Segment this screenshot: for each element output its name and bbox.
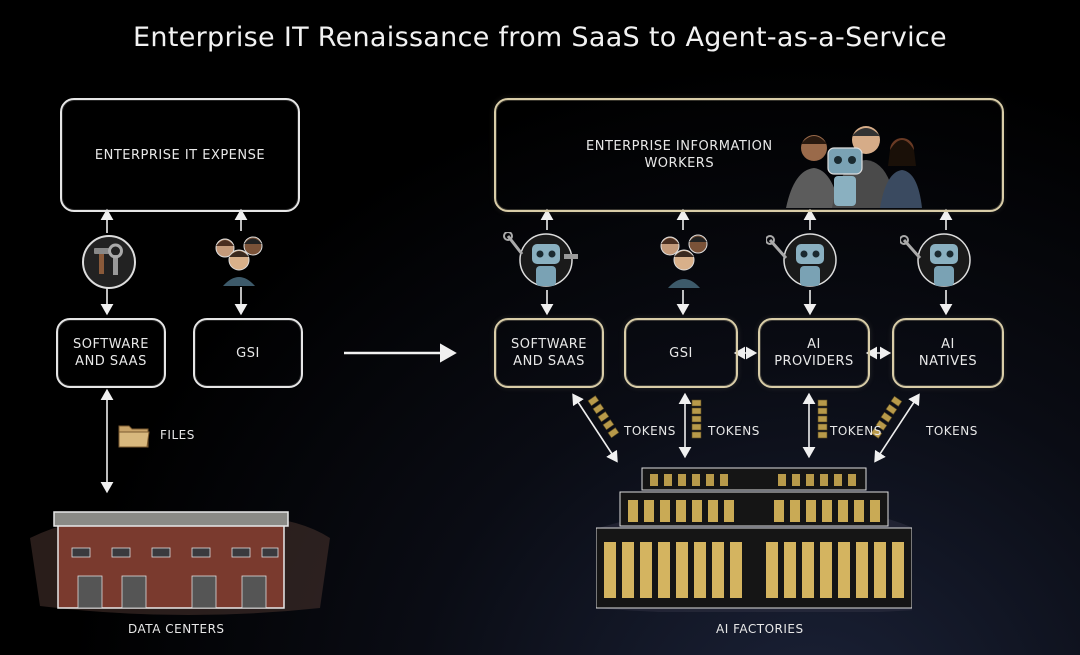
tokens-label: TOKENS [624,424,676,438]
gsi-box-right: GSI [624,318,738,388]
robot-icon [899,232,972,292]
people-group-icon [652,228,718,288]
tokens-label: TOKENS [926,424,978,438]
software-saas-box-right: SOFTWARE AND SAAS [494,318,604,388]
page-title: Enterprise IT Renaissance from SaaS to A… [133,22,947,53]
ai-natives-label: AI NATIVES [918,337,978,369]
tokens-label: TOKENS [708,424,760,438]
workers-robot-group-icon [784,120,924,208]
gsi-box-left: GSI [193,318,303,388]
files-label: FILES [160,428,195,442]
ai-providers-label: AI PROVIDERS [774,337,854,369]
enterprise-it-expense-box: ENTERPRISE IT EXPENSE [60,98,300,212]
ai-natives-box: AI NATIVES [892,318,1004,388]
data-centers-label: DATA CENTERS [128,622,225,636]
ai-providers-box: AI PROVIDERS [758,318,870,388]
gsi-label-right: GSI [669,345,693,361]
software-saas-box-left: SOFTWARE AND SAAS [56,318,166,388]
wrench-hammer-icon [82,235,136,289]
enterprise-information-workers-label: ENTERPRISE INFORMATION WORKERS [586,139,773,171]
folder-icon [117,420,151,450]
people-group-icon [207,230,273,286]
robot-icon [500,231,584,292]
gsi-label-left: GSI [236,345,260,361]
enterprise-information-workers-box: ENTERPRISE INFORMATION WORKERS [494,98,1004,212]
ai-factories-label: AI FACTORIES [716,622,804,636]
tokens-label: TOKENS [830,424,882,438]
building-icon [30,498,330,616]
server-rack-icon [586,462,926,615]
software-saas-label-left: SOFTWARE AND SAAS [73,337,149,369]
robot-icon [765,232,838,292]
enterprise-it-expense-label: ENTERPRISE IT EXPENSE [94,147,266,163]
software-saas-label-right: SOFTWARE AND SAAS [511,337,587,369]
